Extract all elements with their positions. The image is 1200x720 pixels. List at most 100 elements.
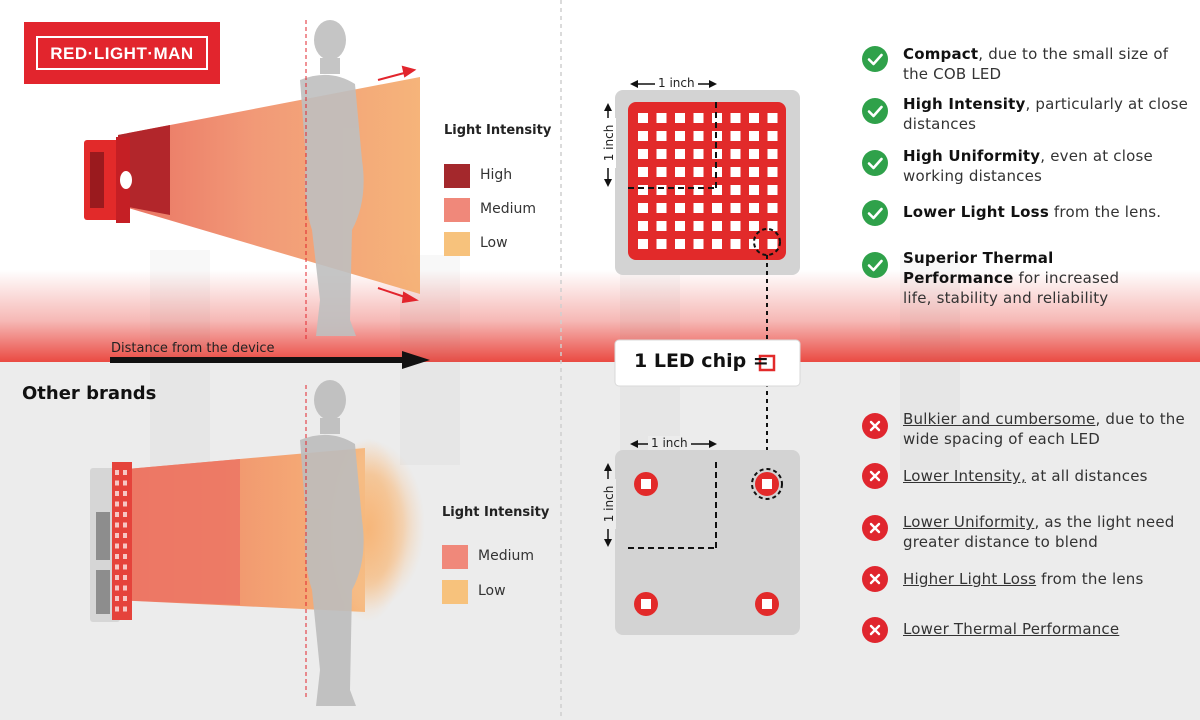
device-led-dot (115, 564, 119, 570)
device-led-dot (115, 470, 119, 475)
bottom-beam (115, 438, 425, 622)
cob-led-cell (638, 239, 648, 249)
device-led-dot (123, 501, 127, 507)
cob-led-cell (749, 203, 759, 213)
cob-led-cell (767, 185, 778, 195)
cross-icon (862, 413, 888, 439)
check-icon (862, 200, 888, 226)
cob-led-cell (638, 113, 648, 123)
check-icon (862, 46, 888, 72)
cob-led-cell (656, 203, 667, 213)
device-led-dot (123, 596, 127, 601)
cob-led-cell (767, 149, 778, 159)
cob-led-cell (693, 167, 704, 177)
con-higher-light-loss: Higher Light Loss from the lens (903, 570, 1144, 588)
cob-led-cell (767, 221, 778, 231)
feature-high-intensity: High Intensity, particularly at close di… (903, 95, 1189, 133)
cob-led-cell (767, 203, 778, 213)
cob-led-cell (730, 185, 741, 195)
device-led-dot (115, 606, 119, 612)
cross-icon (862, 566, 888, 592)
bottom-dim-horizontal: 1 inch (648, 436, 691, 450)
cob-led-cell (730, 149, 741, 159)
con-bulkier: Bulkier and cumbersome, due to the wide … (903, 410, 1185, 448)
feature-superior-thermal: Superior Thermal Performance for increas… (903, 249, 1120, 307)
sparse-led (634, 472, 658, 496)
chip-callout-box (614, 339, 801, 387)
cob-led-cell (675, 203, 685, 213)
cob-chip-diagram (604, 80, 800, 275)
top-device (84, 137, 132, 223)
legend-swatch-medium (444, 198, 470, 222)
cob-led-cell (712, 203, 722, 213)
legend-label-medium-bottom: Medium (478, 548, 534, 564)
cob-led-cell (712, 185, 722, 195)
device-led-dot (115, 501, 119, 507)
device-led-dot (123, 585, 127, 591)
device-led-dot (115, 585, 119, 591)
cob-led-cell (675, 239, 685, 249)
cob-led-cell (656, 167, 667, 177)
device-led-dot (115, 491, 119, 496)
cob-led-cell (675, 113, 685, 123)
cob-led-cell (693, 221, 704, 231)
cob-led-cell (656, 131, 667, 141)
cob-led-cell (730, 167, 741, 177)
con-lower-uniformity: Lower Uniformity, as the light need grea… (903, 513, 1175, 551)
cob-led-cell (675, 185, 685, 195)
device-led-dot (115, 554, 119, 559)
sparse-led (755, 592, 779, 616)
legend-label-medium: Medium (480, 201, 536, 217)
legend-label-low: Low (480, 235, 508, 251)
cob-led-cell (767, 167, 778, 177)
device-led-dot (123, 575, 127, 580)
bottom-legend-title: Light Intensity (442, 505, 550, 520)
device-led-dot (115, 533, 119, 538)
cob-led-cell (749, 113, 759, 123)
cob-led-cell (749, 221, 759, 231)
device-led-dot (115, 543, 119, 549)
distance-arrow (110, 351, 430, 369)
cob-led-cell (730, 239, 741, 249)
cob-led-cell (749, 167, 759, 177)
cross-icon (862, 463, 888, 489)
cob-led-cell (749, 185, 759, 195)
cob-led-cell (730, 221, 741, 231)
brand-logo-text: RED·LIGHT·MAN (50, 44, 194, 63)
device-led-dot (123, 480, 127, 486)
brand-logo: RED·LIGHT·MAN (24, 22, 220, 84)
cob-led-cell (638, 203, 648, 213)
device-led-dot (115, 480, 119, 486)
feature-high-uniformity: High Uniformity, even at close working d… (903, 147, 1153, 185)
cob-led-cell (638, 221, 648, 231)
cob-led-cell (656, 221, 667, 231)
top-dim-horizontal: 1 inch (655, 76, 698, 90)
sparse-led (634, 592, 658, 616)
feature-lower-light-loss: Lower Light Loss from the lens. (903, 203, 1162, 221)
sparse-led (755, 472, 779, 496)
cob-led-cell (675, 149, 685, 159)
sparse-led-diagram (604, 440, 800, 635)
cob-led-cell (767, 113, 778, 123)
cob-led-cell (693, 239, 704, 249)
cob-led-cell (656, 113, 667, 123)
cross-icon (862, 515, 888, 541)
bottom-person-silhouette (300, 380, 364, 706)
cob-led-cell (749, 149, 759, 159)
cob-led-cell (767, 239, 778, 249)
cob-led-cell (712, 221, 722, 231)
cob-led-cell (675, 221, 685, 231)
cob-led-cell (693, 203, 704, 213)
check-icon (862, 98, 888, 124)
cob-led-cell (730, 113, 741, 123)
legend-swatch-low-bottom (442, 580, 468, 604)
chip-callout-text: 1 LED chip = (634, 350, 769, 372)
cob-led-cell (638, 167, 648, 177)
legend-swatch-medium-bottom (442, 545, 468, 569)
distance-label: Distance from the device (111, 341, 275, 356)
feature-compact: Compact, due to the small size of the CO… (903, 45, 1169, 83)
check-icon (862, 252, 888, 278)
legend-swatch-high (444, 164, 470, 188)
device-led-dot (123, 543, 127, 549)
top-legend-title: Light Intensity (444, 123, 552, 138)
